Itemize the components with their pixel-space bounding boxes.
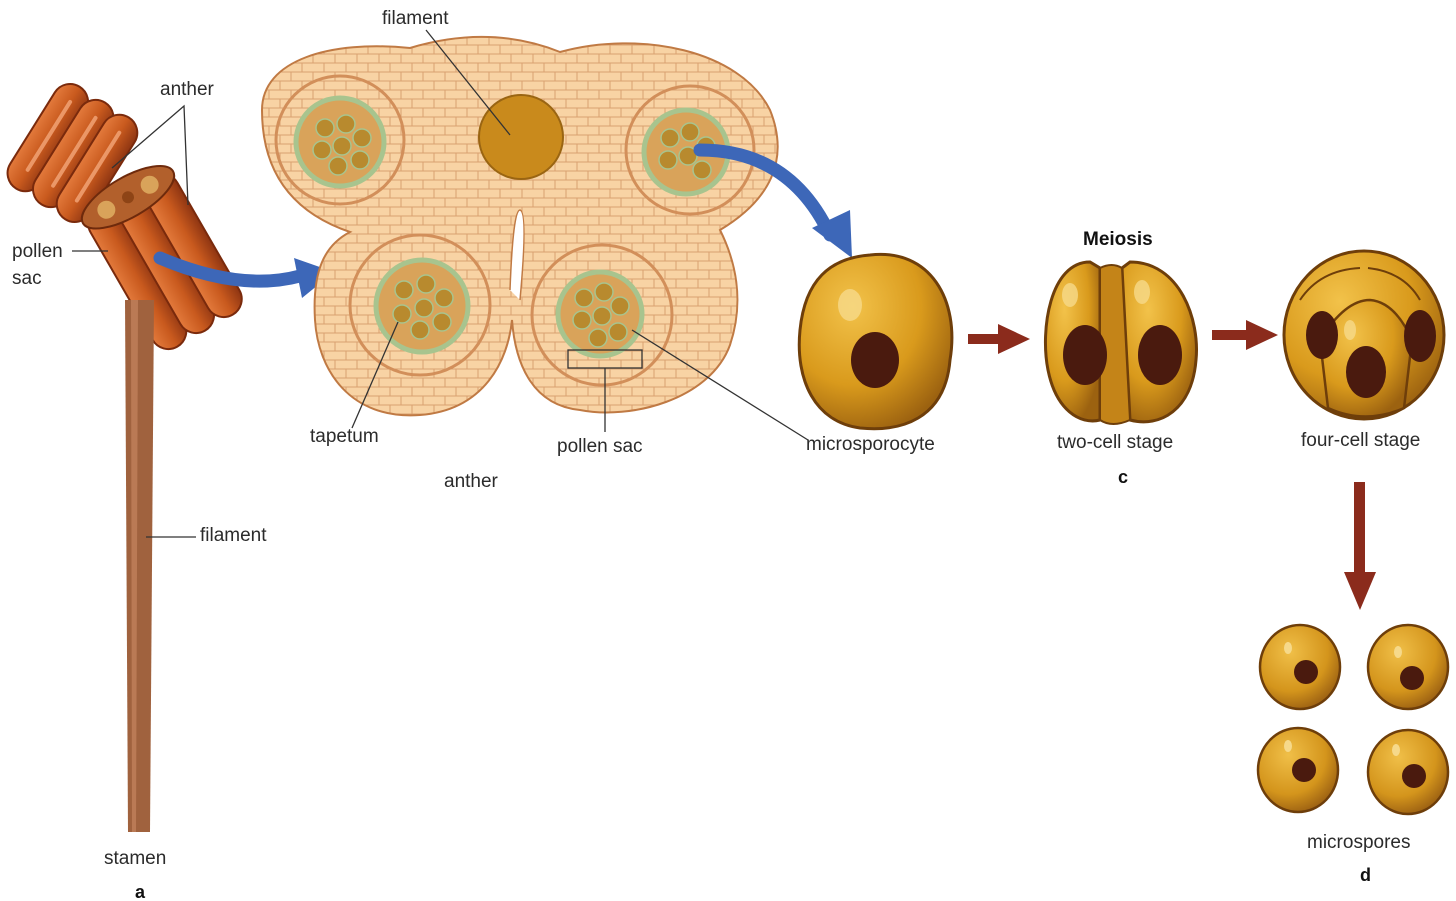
- four-cell-stage-cell: [1284, 251, 1444, 419]
- label-pollen-sac: pollen sac: [557, 437, 643, 456]
- label-tapetum: tapetum: [310, 427, 379, 446]
- label-microsporocyte: microsporocyte: [806, 435, 935, 454]
- label-meiosis: Meiosis: [1083, 230, 1153, 249]
- label-filament-top: filament: [382, 9, 449, 28]
- panel-label-a: a: [135, 883, 145, 901]
- microspore: [1260, 625, 1340, 709]
- panel-label-c: c: [1118, 468, 1128, 486]
- two-cell-stage-cell: [1045, 262, 1196, 424]
- microspore: [1258, 728, 1338, 812]
- microsporocyte-cell: [799, 254, 952, 428]
- label-stamen: stamen: [104, 849, 166, 868]
- label-filament-stalk: filament: [200, 526, 267, 545]
- label-anther-small: anther: [160, 80, 214, 99]
- filament-core: [479, 95, 563, 179]
- label-microspores: microspores: [1307, 833, 1410, 852]
- label-anther-section: anther: [444, 472, 498, 491]
- label-two-cell-stage: two-cell stage: [1057, 433, 1173, 452]
- label-four-cell-stage: four-cell stage: [1301, 431, 1420, 450]
- microspores: [1258, 625, 1448, 814]
- anther-cross-section: [262, 37, 778, 415]
- panel-label-d: d: [1360, 866, 1371, 884]
- label-sac: sac: [12, 269, 42, 288]
- microspore: [1368, 730, 1448, 814]
- filament-stalk: [125, 300, 154, 832]
- microspore: [1368, 625, 1448, 709]
- label-pollen: pollen: [12, 242, 63, 261]
